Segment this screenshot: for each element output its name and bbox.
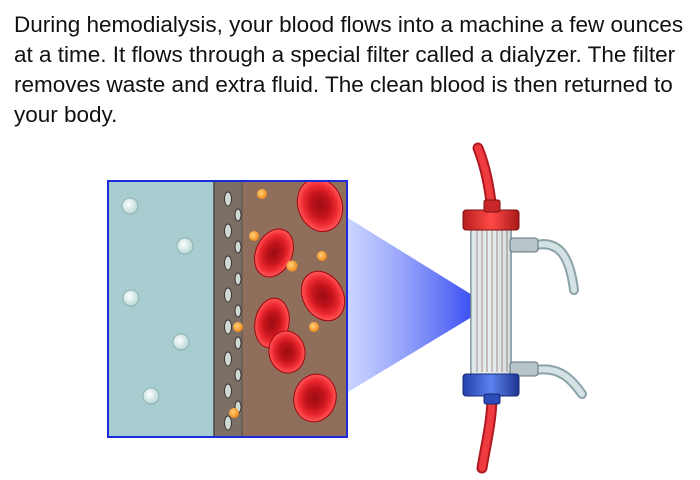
bottom-cap <box>462 373 520 397</box>
zoom-beam <box>348 218 490 392</box>
dialyzer-cartridge <box>462 199 539 405</box>
dialysate-tubing <box>531 239 587 399</box>
caption-text: During hemodialysis, your blood flows in… <box>14 12 684 127</box>
red-blood-cells <box>254 181 346 423</box>
membrane-cross-section <box>108 181 347 437</box>
top-cap <box>462 209 520 231</box>
membrane-pores <box>224 191 242 431</box>
waste-particles <box>229 189 327 418</box>
clean-particles <box>121 197 194 405</box>
zoom-frame <box>107 180 348 438</box>
